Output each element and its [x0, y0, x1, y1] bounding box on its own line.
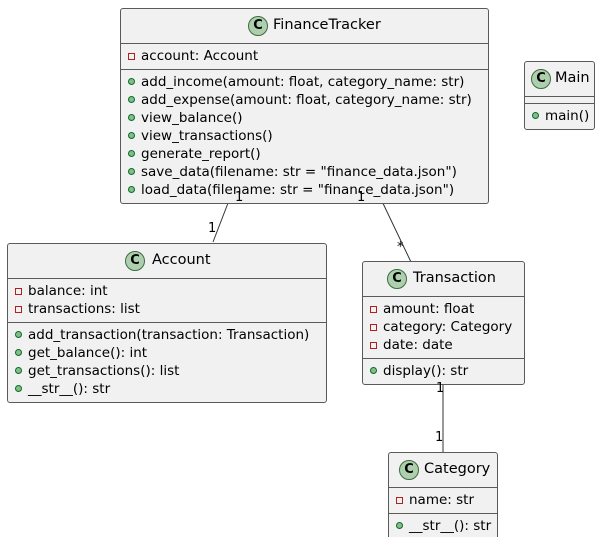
method-row: __str__(): str — [8, 380, 326, 398]
class-finance-tracker[interactable]: C FinanceTracker account: Account add_in… — [120, 8, 489, 204]
class-account[interactable]: C Account balance: int transactions: lis… — [7, 243, 327, 403]
multiplicity-label: 1 — [235, 190, 244, 205]
method-row: get_balance(): int — [8, 344, 326, 362]
attribute-row: account: Account — [121, 47, 488, 65]
class-methods: add_income(amount: float, category_name:… — [121, 70, 488, 203]
public-visibility-icon — [128, 96, 135, 103]
private-visibility-icon — [396, 497, 403, 504]
private-visibility-icon — [128, 53, 135, 60]
class-header: C FinanceTracker — [121, 9, 488, 44]
public-visibility-icon — [370, 367, 377, 374]
public-visibility-icon — [128, 168, 135, 175]
private-visibility-icon — [370, 342, 377, 349]
multiplicity-label: 1 — [436, 381, 445, 396]
class-badge-icon: C — [387, 269, 407, 289]
method-row: view_transactions() — [121, 127, 488, 145]
attribute-row: transactions: list — [8, 300, 326, 318]
public-visibility-icon — [15, 331, 22, 338]
class-methods: main() — [525, 104, 594, 129]
class-badge-icon: C — [125, 251, 145, 271]
public-visibility-icon — [128, 114, 135, 121]
method-row: generate_report() — [121, 145, 488, 163]
private-visibility-icon — [15, 306, 22, 313]
class-header: C Category — [389, 453, 497, 488]
attribute-row: amount: float — [363, 300, 524, 318]
class-attributes: account: Account — [121, 44, 488, 70]
private-visibility-icon — [370, 306, 377, 313]
attribute-row: name: str — [389, 491, 497, 509]
class-attributes — [525, 97, 594, 104]
class-attributes: name: str — [389, 488, 497, 514]
public-visibility-icon — [396, 522, 403, 529]
public-visibility-icon — [15, 349, 22, 356]
class-badge-icon: C — [399, 460, 419, 480]
public-visibility-icon — [15, 367, 22, 374]
class-badge-icon: C — [248, 16, 268, 36]
class-name: Category — [424, 461, 491, 477]
method-row: load_data(filename: str = "finance_data.… — [121, 181, 488, 199]
multiplicity-label: 1 — [357, 190, 366, 205]
method-row: main() — [525, 107, 594, 125]
method-row: add_transaction(transaction: Transaction… — [8, 326, 326, 344]
method-row: save_data(filename: str = "finance_data.… — [121, 163, 488, 181]
public-visibility-icon — [128, 150, 135, 157]
class-name: Main — [555, 70, 590, 86]
class-methods: __str__(): str — [389, 514, 497, 537]
class-transaction[interactable]: C Transaction amount: float category: Ca… — [362, 261, 525, 385]
class-name: FinanceTracker — [273, 17, 381, 33]
public-visibility-icon — [128, 78, 135, 85]
class-badge-icon: C — [531, 69, 551, 89]
attribute-row: date: date — [363, 336, 524, 354]
private-visibility-icon — [370, 324, 377, 331]
method-row: add_expense(amount: float, category_name… — [121, 91, 488, 109]
class-main[interactable]: C Main main() — [524, 61, 595, 130]
attribute-row: category: Category — [363, 318, 524, 336]
public-visibility-icon — [128, 132, 135, 139]
class-attributes: balance: int transactions: list — [8, 279, 326, 323]
public-visibility-icon — [128, 186, 135, 193]
method-row: get_transactions(): list — [8, 362, 326, 380]
class-methods: display(): str — [363, 359, 524, 384]
class-name: Account — [152, 252, 211, 268]
method-row: display(): str — [363, 362, 524, 380]
method-row: add_income(amount: float, category_name:… — [121, 73, 488, 91]
private-visibility-icon — [15, 288, 22, 295]
class-header: C Transaction — [363, 262, 524, 297]
class-methods: add_transaction(transaction: Transaction… — [8, 323, 326, 402]
attribute-row: balance: int — [8, 282, 326, 300]
multiplicity-label: 1 — [208, 221, 217, 236]
public-visibility-icon — [15, 385, 22, 392]
class-attributes: amount: float category: Category date: d… — [363, 297, 524, 359]
public-visibility-icon — [532, 112, 539, 119]
class-name: Transaction — [413, 270, 496, 286]
multiplicity-label: 1 — [435, 430, 444, 445]
class-category[interactable]: C Category name: str __str__(): str — [388, 452, 498, 537]
multiplicity-label: * — [397, 240, 404, 255]
class-header: C Account — [8, 244, 326, 279]
class-header: C Main — [525, 62, 594, 97]
method-row: view_balance() — [121, 109, 488, 127]
method-row: __str__(): str — [389, 517, 497, 535]
